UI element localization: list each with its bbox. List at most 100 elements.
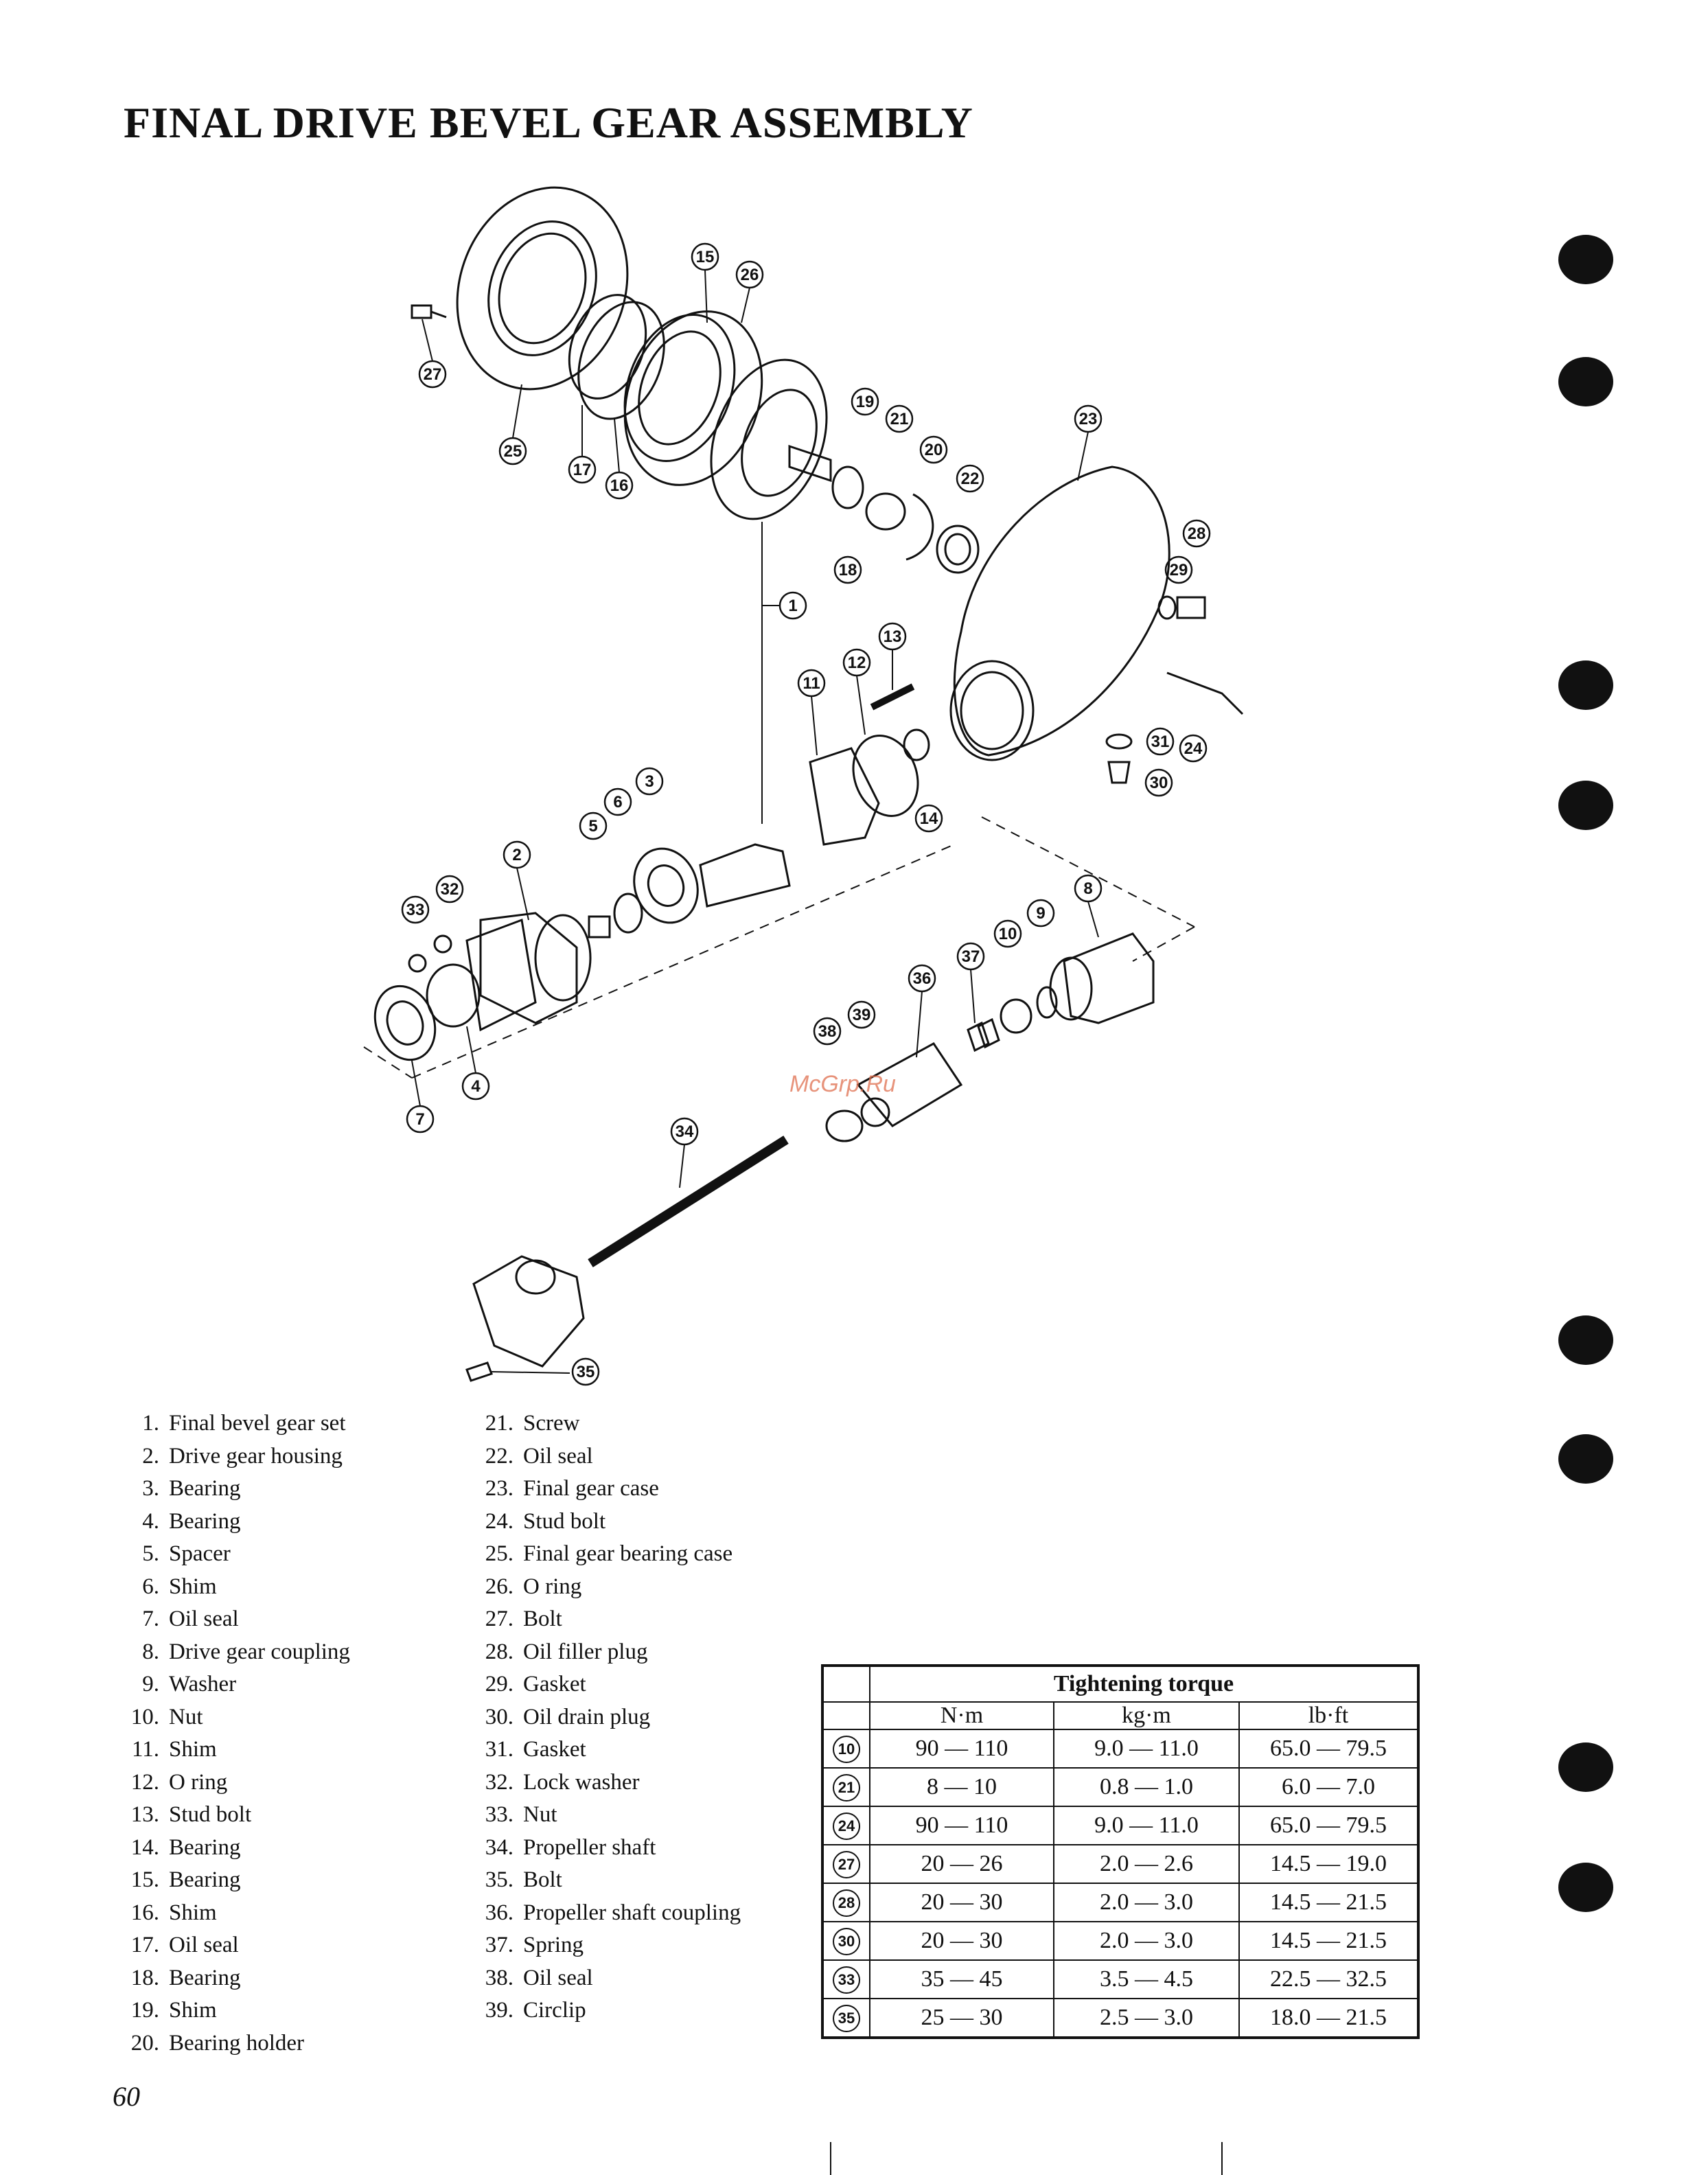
part-list-item: 8.Drive gear coupling <box>115 1636 350 1669</box>
part-name: Oil seal <box>523 1443 593 1469</box>
torque-lbft-cell: 14.5 — 21.5 <box>1238 1921 1419 1961</box>
torque-blank-cell <box>822 1701 870 1730</box>
svg-text:37: 37 <box>962 947 980 966</box>
svg-text:19: 19 <box>856 393 875 411</box>
svg-text:15: 15 <box>696 248 715 266</box>
torque-ref-cell: 21 <box>822 1767 870 1807</box>
part-ref-circle: 27 <box>833 1851 860 1878</box>
part-name: Lock washer <box>523 1769 640 1795</box>
svg-text:21: 21 <box>890 410 909 428</box>
part-name: Nut <box>523 1802 557 1827</box>
svg-text:1: 1 <box>788 597 797 615</box>
part-name: Oil seal <box>169 1933 239 1957</box>
part-list-item: 31.Gasket <box>460 1734 741 1767</box>
page-number: 60 <box>113 2081 140 2112</box>
svg-text:23: 23 <box>1079 410 1098 428</box>
part-name: Nut <box>169 1704 203 1729</box>
part-number: 35. <box>485 1867 513 1892</box>
part-list-item: 12. O ring <box>115 1767 350 1799</box>
part-number: 26. <box>485 1574 513 1599</box>
svg-text:16: 16 <box>610 476 629 495</box>
svg-text:26: 26 <box>741 266 759 284</box>
part-list-item: 24.Stud bolt <box>460 1506 741 1539</box>
unit-kgm-header: kg·m <box>1053 1701 1240 1730</box>
svg-text:34: 34 <box>676 1123 694 1141</box>
torque-ref-cell: 35 <box>822 1998 870 2038</box>
part-list-item: 17.Oil seal <box>115 1929 350 1962</box>
part-name: Bolt <box>523 1867 562 1892</box>
part-number: 36. <box>485 1900 513 1925</box>
part-name: Shim <box>169 1737 217 1762</box>
torque-kgm-cell: 0.8 — 1.0 <box>1053 1767 1240 1807</box>
part-ref-circle: 35 <box>833 2005 860 2032</box>
part-name: Bolt <box>523 1607 562 1631</box>
torque-nm-cell: 20 — 30 <box>869 1921 1054 1961</box>
torque-kgm-cell: 3.5 — 4.5 <box>1053 1959 1240 1999</box>
part-name: Propeller shaft coupling <box>523 1900 741 1925</box>
part-number: 29. <box>485 1672 513 1696</box>
part-number: 37. <box>485 1933 513 1957</box>
part-number: 1. <box>142 1411 159 1436</box>
svg-text:28: 28 <box>1188 525 1206 543</box>
torque-unit-row: N·m kg·m lb·ft <box>822 1701 1419 1730</box>
torque-nm-cell: 35 — 45 <box>869 1959 1054 1999</box>
part-list-item: 30.Oil drain plug <box>460 1701 741 1734</box>
torque-ref-cell: 28 <box>822 1883 870 1922</box>
torque-lbft-cell: 18.0 — 21.5 <box>1238 1998 1419 2038</box>
part-list-item: 18.Bearing <box>115 1962 350 1995</box>
torque-kgm-cell: 2.0 — 3.0 <box>1053 1921 1240 1961</box>
part-list-item: 36. Propeller shaft coupling <box>460 1897 741 1930</box>
part-list-item: 35. Bolt <box>460 1864 741 1897</box>
part-number: 20. <box>130 2030 159 2056</box>
unit-lbft-header: lb·ft <box>1238 1701 1419 1730</box>
torque-kgm-cell: 2.5 — 3.0 <box>1053 1998 1240 2038</box>
part-number: 12. <box>130 1769 159 1795</box>
unit-nm-header: N·m <box>869 1701 1054 1730</box>
final-gear-case-drawing <box>949 465 1170 761</box>
part-name: Final bevel gear set <box>169 1411 346 1436</box>
part-list-item: 20.Bearing holder <box>115 2027 350 2060</box>
part-number: 16. <box>130 1900 159 1925</box>
torque-lbft-cell: 65.0 — 79.5 <box>1238 1806 1419 1845</box>
part-name: Drive gear coupling <box>169 1639 350 1664</box>
part-name: Final gear bearing case <box>523 1541 733 1566</box>
part-name: Bearing <box>169 1867 241 1892</box>
svg-text:4: 4 <box>471 1077 481 1096</box>
part-list-item: 22.Oil seal <box>460 1440 741 1473</box>
part-number: 39. <box>485 1998 513 2023</box>
part-list-item: 6.Shim <box>115 1571 350 1604</box>
part-list-item: 16.Shim <box>115 1897 350 1930</box>
part-name: Stud bolt <box>169 1802 252 1827</box>
part-name: O ring <box>169 1769 228 1795</box>
svg-text:38: 38 <box>818 1022 837 1041</box>
part-list-item: 39.Circlip <box>460 1994 741 2027</box>
part-name: Oil seal <box>169 1607 239 1631</box>
part-list-item: 1. Final bevel gear set <box>115 1407 350 1440</box>
part-ref-circle: 21 <box>833 1774 860 1802</box>
part-list-item: 10.Nut <box>115 1701 350 1734</box>
svg-text:14: 14 <box>920 809 938 828</box>
part-number: 31. <box>485 1737 513 1762</box>
part-name: Bearing <box>169 1508 241 1534</box>
part-list-item: 27.Bolt <box>460 1603 741 1636</box>
part-list-item: 15.Bearing <box>115 1864 350 1897</box>
drive-gear-housing-drawing <box>465 912 592 1032</box>
torque-ref-header <box>822 1665 870 1703</box>
part-number: 21. <box>485 1411 513 1436</box>
part-number: 25. <box>485 1541 513 1566</box>
ring-gear-drawing <box>710 358 832 520</box>
part-name: Oil drain plug <box>523 1704 651 1729</box>
torque-nm-cell: 20 — 26 <box>869 1844 1054 1884</box>
svg-text:10: 10 <box>999 925 1017 943</box>
part-name: Oil seal <box>523 1965 593 1990</box>
part-number: 18. <box>130 1965 159 1990</box>
torque-lbft-cell: 22.5 — 32.5 <box>1238 1959 1419 1999</box>
part-list-item: 19.Shim <box>115 1994 350 2027</box>
